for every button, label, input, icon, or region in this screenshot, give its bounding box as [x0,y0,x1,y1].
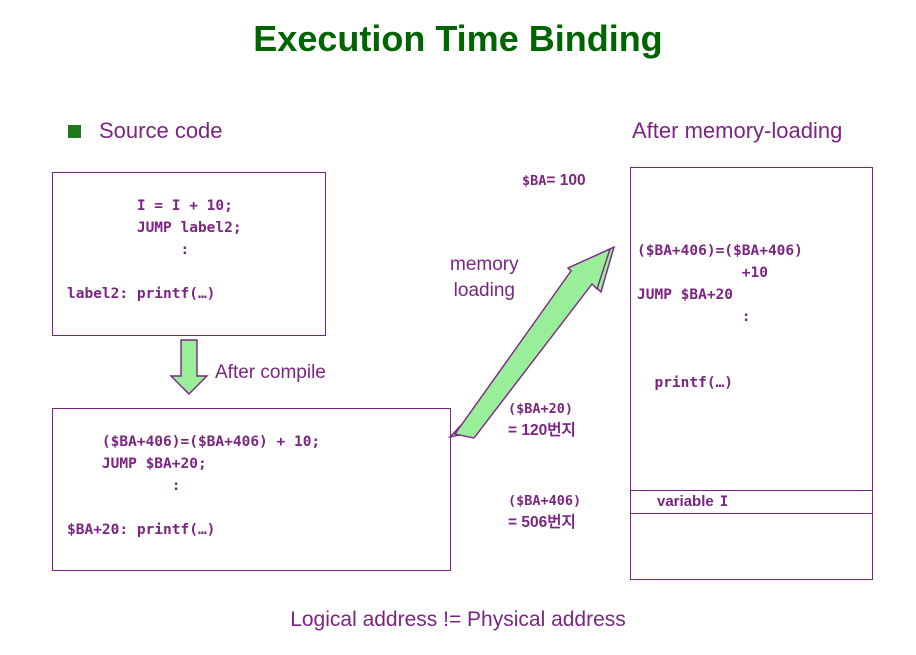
compiled-code-text: ($BA+406)=($BA+406) + 10; JUMP $BA+20; :… [67,434,321,538]
address-506-value: = 506번지 [508,514,576,531]
compiled-code-box: ($BA+406)=($BA+406) + 10; JUMP $BA+20; :… [52,408,451,571]
after-memory-loading-header: After memory-loading [632,118,843,143]
memory-box: ($BA+406)=($BA+406) +10 JUMP $BA+20 : pr… [630,167,873,580]
address-120-value: = 120번지 [508,422,576,439]
memory-loading-line-1: memory [450,254,519,275]
variable-name: I [719,493,729,510]
source-code-box: I = I + 10; JUMP label2; : label2: print… [52,172,326,336]
arrow-down-icon [169,339,209,395]
address-506-label: ($BA+406) = 506번지 [508,490,581,534]
after-compile-label: After compile [215,362,326,383]
square-bullet-icon [68,124,81,138]
address-120-label: ($BA+20) = 120번지 [508,398,576,442]
arrow-diagonal-up-right-icon [447,245,616,439]
source-code-label: Source code [99,118,223,143]
page-title: Execution Time Binding [253,18,663,59]
base-address-value: = 100 [546,172,586,189]
memory-divider-top [631,490,872,491]
bottom-caption: Logical address != Physical address [290,608,626,631]
address-120-expression: ($BA+20) [508,401,574,417]
source-code-bullet-row: Source code [68,118,223,144]
address-506-expression: ($BA+406) [508,493,582,509]
memory-divider-bottom [631,513,872,514]
memory-variable-row: variable I [631,490,872,513]
memory-loading-label: memory loading [450,252,519,304]
base-address-label: $BA= 100 [522,170,586,192]
source-code-text: I = I + 10; JUMP label2; : label2: print… [67,198,242,302]
memory-loading-line-2: loading [453,280,515,301]
memory-code-text: ($BA+406)=($BA+406) +10 JUMP $BA+20 : pr… [637,243,803,391]
variable-label: variable [657,493,714,510]
base-address-mono: $BA [522,173,547,189]
